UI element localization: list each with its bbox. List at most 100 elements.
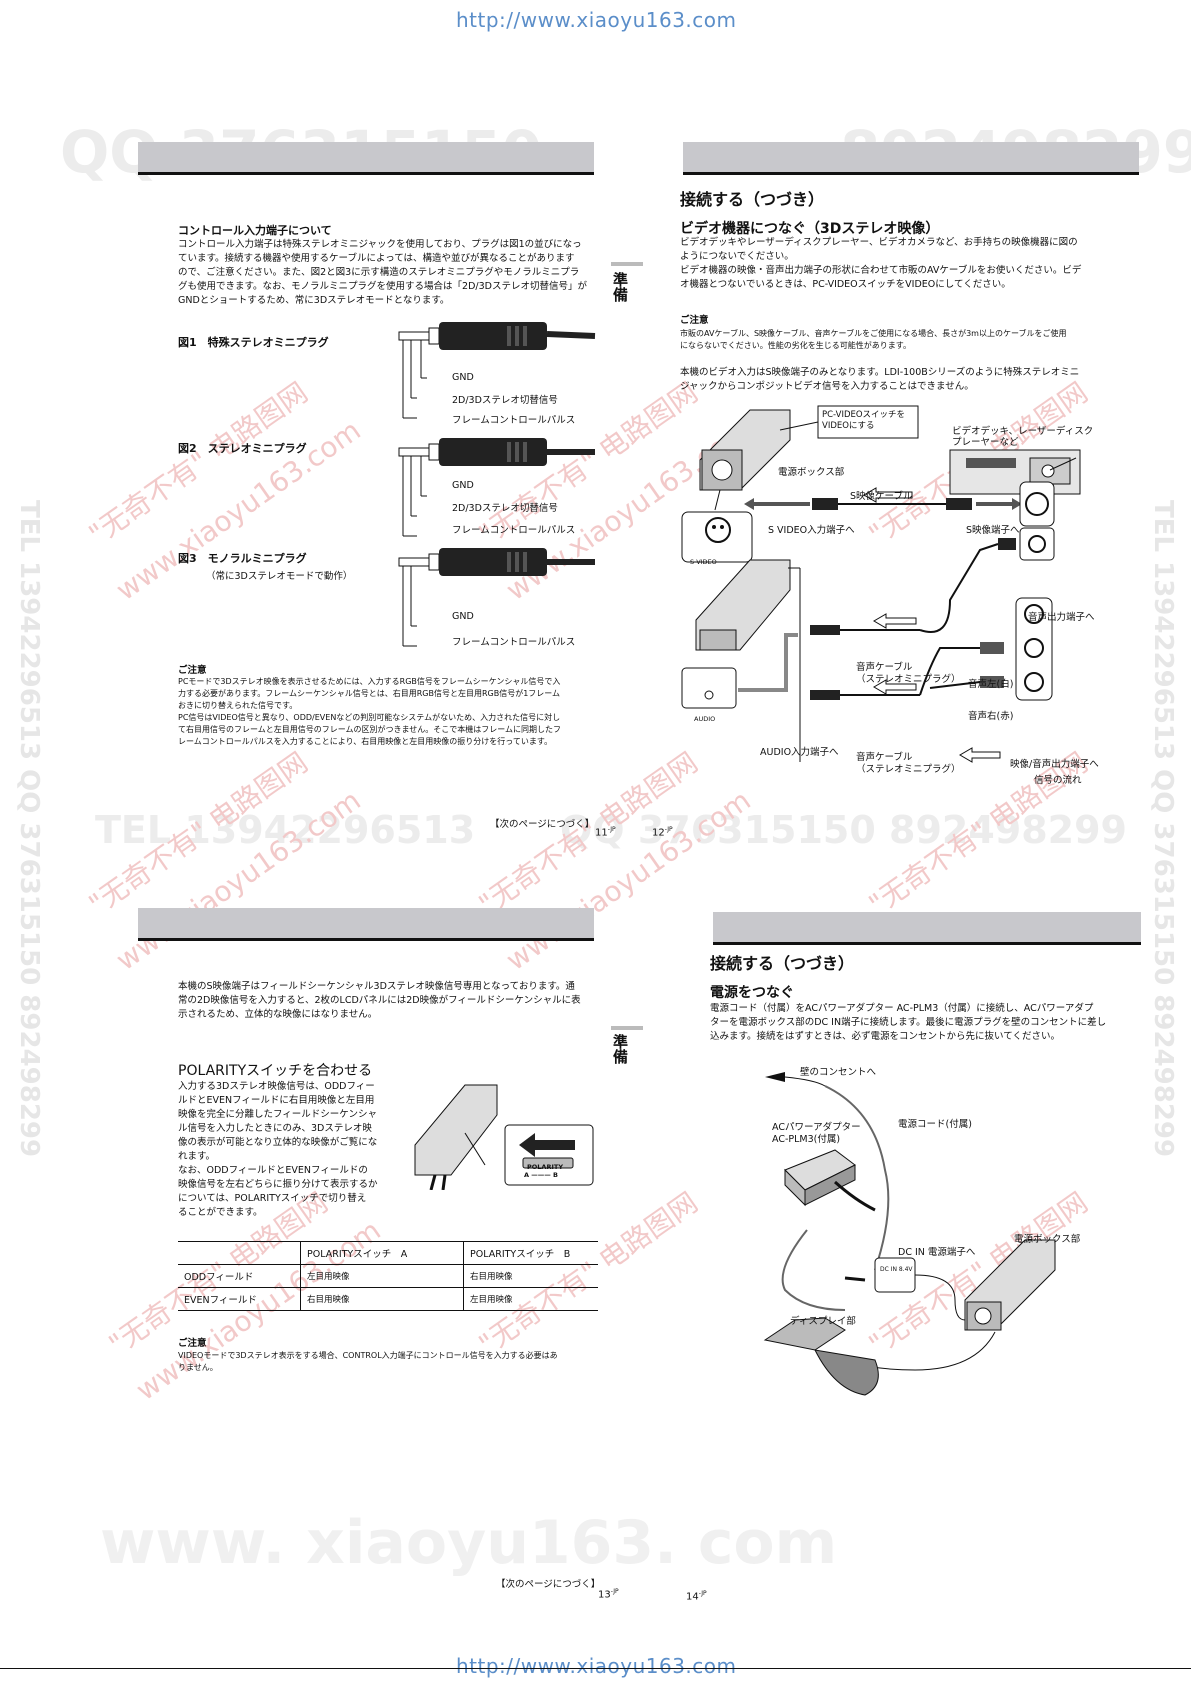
audio-cable-2-label: 音声ケーブル（ステレオミニプラグ） (856, 752, 961, 775)
svideo-in-label: S VIDEO入力端子へ (768, 525, 855, 536)
av-out-label: 映像/音声出力端子へ (1010, 759, 1099, 770)
page11-side-tab: 準備 (611, 272, 629, 302)
wall-outlet-label: 壁のコンセントへ (800, 1067, 877, 1078)
page14-body: 電源コード（付属）をACパワーアダプター AC-PLM3（付属）に接続し、ACパ… (710, 1003, 1107, 1042)
page14-number: 14-JP (686, 1590, 707, 1603)
audio-jack-box (681, 667, 737, 709)
plug-special-stereo (398, 322, 596, 419)
plug-stereo (398, 438, 595, 537)
page13-body: 本機のS映像端子はフィールドシーケンシャル3Dステレオ映像信号専用となっておりま… (178, 981, 581, 1020)
s-cable-label: S映像ケーブル (850, 491, 913, 502)
dcin-label: DC IN 電源端子へ (898, 1247, 976, 1258)
polarity-switch-ab: A ——— B (524, 1171, 559, 1179)
polarity-switch-label: POLARITY (527, 1163, 564, 1171)
page13-side-tab: 準備 (611, 1034, 629, 1064)
s-out-label: S映像端子へ (966, 525, 1020, 536)
page12-note-title: ご注意 (680, 315, 709, 326)
page13-number: 13-JP (598, 1588, 619, 1601)
flow-legend-label: 信号の流れ (1034, 775, 1082, 786)
watermark-side-left: TEL 13942296513 QQ 376315150 892498299 (14, 500, 44, 1158)
page11-note-title: ご注意 (178, 665, 207, 676)
page12-heading: 接続する（つづき） (680, 190, 825, 209)
power-connection-diagram (763, 1072, 1056, 1396)
audio-cable-2 (810, 642, 1004, 700)
flow-arrow (863, 487, 913, 503)
fig2-title: 図2 ステレオミニプラグ (178, 442, 307, 455)
page12-body: ビデオデッキやレーザーディスクプレーヤー、ビデオカメラなど、お手持ちの映像機器に… (680, 237, 1082, 290)
page14-header-bar (713, 912, 1141, 945)
page13-para: 入力する3Dステレオ映像信号は、ODDフィールドとEVENフィールドに右目用映像… (178, 1081, 378, 1218)
page11-continue: 【次のページにつづく】 (490, 819, 595, 830)
audio-jack-label: AUDIO (694, 715, 716, 723)
table-row: EVENフィールド 右目用映像 左目用映像 (178, 1287, 598, 1311)
deck-label: ビデオデッキ、レーザーディスクプレーヤーなど (952, 426, 1094, 448)
fig1-gnd-label: GND (452, 372, 474, 383)
fig1-title: 図1 特殊ステレオミニプラグ (178, 336, 329, 349)
powerbox-label: 電源ボックス部 (778, 467, 845, 478)
page11-tab-rule (611, 262, 643, 266)
display-unit-illustration (763, 1317, 879, 1396)
polarity-table: POLARITYスイッチ A POLARITYスイッチ B ODDフィールド 左… (178, 1241, 598, 1311)
fig2-frame-label: フレームコントロールパルス (452, 525, 576, 536)
page13-tab-rule (611, 1026, 643, 1030)
watermark-tel-mid: TEL 13942296513 (95, 808, 476, 852)
footer-url[interactable]: http://www.xiaoyu163.com (456, 1654, 737, 1678)
power-box-illustration (964, 1239, 1056, 1331)
s-video-cable (744, 498, 1022, 510)
page14-heading: 接続する（つづき） (710, 954, 855, 973)
ac-adapter-illustration (784, 1149, 876, 1212)
page11-section-title: コントロール入力端子について (178, 224, 332, 237)
plug-mono (398, 548, 595, 647)
header-url[interactable]: http://www.xiaoyu163.com (456, 8, 737, 32)
polarity-illustration (414, 1084, 594, 1190)
page12-body2: 本機のビデオ入力はS映像端子のみとなります。LDI-100Bシリーズのように特殊… (680, 367, 1080, 392)
fig2-2d3d-label: 2D/3Dステレオ切替信号 (452, 503, 558, 514)
page12-subheading: ビデオ機器につなぐ（3Dステレオ映像） (680, 221, 940, 237)
vcr-illustration (949, 449, 1081, 495)
page11-body: コントロール入力端子は特殊ステレオミニジャックを使用しており、プラグは図1の並び… (178, 239, 587, 306)
audio-cable-1 (810, 538, 1016, 635)
display-unit-label: ディスプレイ部 (790, 1316, 856, 1327)
page13-heading: POLARITYスイッチを合わせる (178, 1063, 373, 1079)
audio-out-label: 音声出力端子へ (1028, 612, 1095, 623)
audio-right-label: 音声右(赤) (968, 711, 1014, 722)
page11-number: 11-JP (595, 826, 616, 839)
powerbox-label: 電源ボックス部 (1014, 1234, 1081, 1245)
table-header-row: POLARITYスイッチ A POLARITYスイッチ B (178, 1241, 598, 1265)
page11-note: PCモードで3Dステレオ映像を表示させるためには、入力するRGB信号をフレームシ… (178, 677, 562, 746)
watermark-big-bottom: www. xiaoyu163. com (100, 1508, 838, 1578)
plug-diagrams (398, 322, 596, 647)
dcin-jack-box (874, 1257, 916, 1293)
page13-continue: 【次のページにつづく】 (496, 1579, 601, 1590)
audio-left-label: 音声左(白) (968, 679, 1014, 690)
page14-subheading: 電源をつなぐ (710, 985, 794, 1001)
video-connection-diagram (681, 405, 1081, 763)
dcin-jack-label: DC IN 8.4V (880, 1266, 913, 1273)
audio-cable-1-label: 音声ケーブル（ステレオミニプラグ） (856, 662, 961, 685)
power-box-illustration (699, 409, 791, 511)
fig3-title: 図3 モノラルミニプラグ (178, 552, 307, 565)
power-cord-label: 電源コード(付属) (898, 1119, 972, 1130)
fig1-frame-label: フレームコントロールパルス (452, 415, 576, 426)
fig3-frame-label: フレームコントロールパルス (452, 637, 576, 648)
fig1-2d3d-label: 2D/3Dステレオ切替信号 (452, 395, 558, 406)
watermark-side-right: TEL 13942296513 QQ 376315150 892498299 (1148, 500, 1178, 1158)
display-unit-illustration (695, 559, 791, 651)
page12-note: 市販のAVケーブル、S映像ケーブル、音声ケーブルをご使用になる場合、長さが3m以… (680, 329, 1067, 350)
fig3-gnd-label: GND (452, 611, 474, 622)
footer-rule (0, 1668, 1191, 1669)
page11-header-bar (138, 142, 594, 175)
page12-header-bar (683, 142, 1139, 175)
svideo-jack-label: S VIDEO (690, 558, 717, 566)
table-row: ODDフィールド 左目用映像 右目用映像 (178, 1264, 598, 1288)
watermark-qq-mid: QQ 376315150 892498299 (560, 808, 1127, 852)
page12-number: 12-JP (652, 826, 673, 839)
page13-note-title: ご注意 (178, 1338, 207, 1349)
audio-in-label: AUDIO入力端子へ (760, 747, 839, 758)
page13-note: VIDEOモードで3Dステレオ表示をする場合、CONTROL入力端子にコントロー… (178, 1351, 558, 1372)
page13-header-bar (138, 908, 594, 941)
fig2-gnd-label: GND (452, 480, 474, 491)
fig3-note: （常に3Dステレオモードで動作） (206, 571, 353, 582)
